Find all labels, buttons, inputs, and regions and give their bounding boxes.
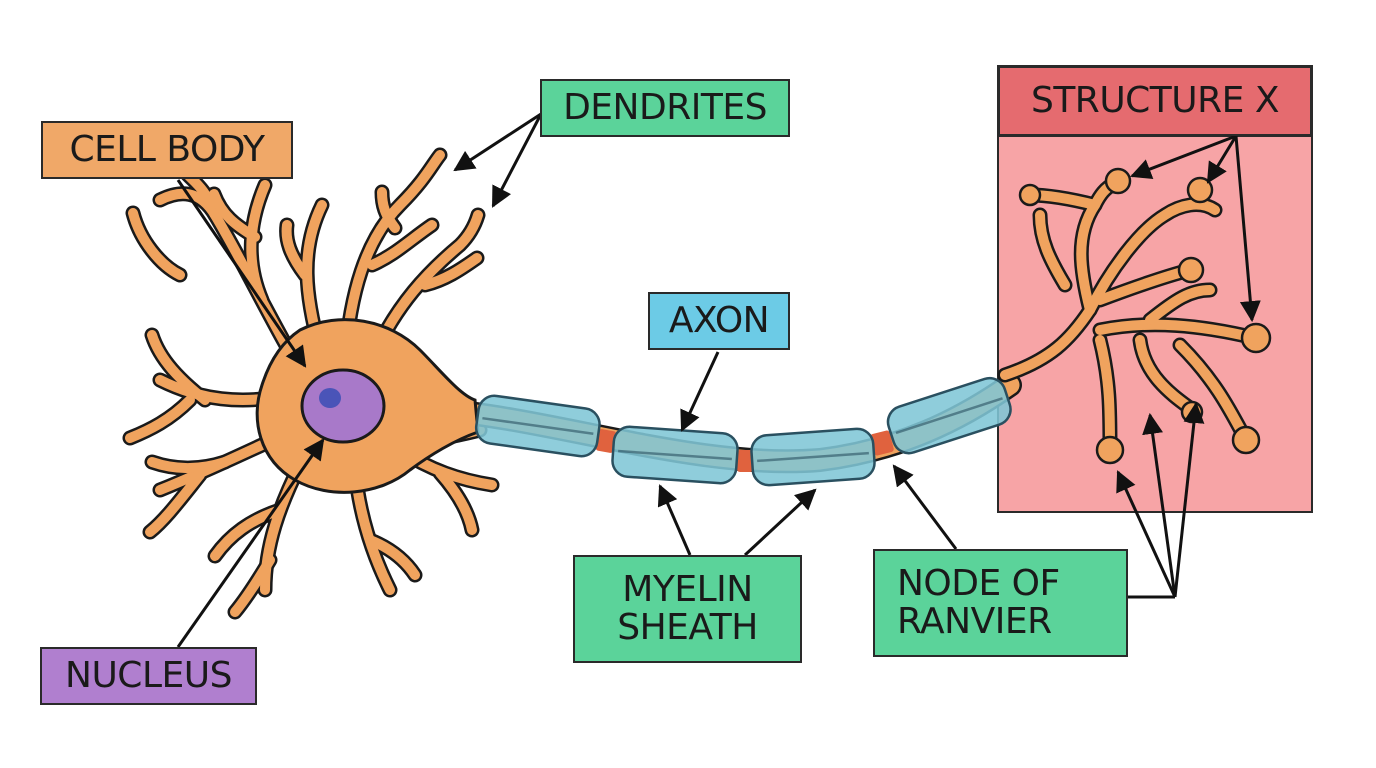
arrow-structure-x-3	[1234, 135, 1261, 323]
myelin-segment	[886, 376, 1012, 455]
myelin-segment	[474, 394, 601, 458]
nucleolus	[319, 388, 341, 408]
arrow-structure-x-6	[1173, 401, 1205, 598]
arrow-cell-body	[176, 179, 307, 368]
arrow-dendrite-1	[453, 112, 542, 172]
structure-x-label: STRUCTURE X	[998, 66, 1312, 136]
myelin-sheath-label-line2: SHEATH	[617, 607, 758, 648]
myelin-segment	[611, 425, 739, 485]
arrow-dendrite-2	[491, 113, 543, 208]
node-of-ranvier-label: NODE OF RANVIER	[873, 549, 1128, 657]
terminal-bulb	[1018, 183, 1042, 207]
cell-body-label: CELL BODY	[41, 121, 293, 179]
terminal-bulb	[1231, 425, 1261, 455]
pointer-arrows	[176, 112, 1261, 648]
node-of-ranvier-label-line2: RANVIER	[897, 601, 1052, 642]
myelin-sheath-label-line1: MYELIN	[622, 569, 753, 611]
terminal-bulb	[1095, 435, 1125, 465]
terminal-bulb	[1180, 400, 1204, 424]
nucleus-label: NUCLEUS	[40, 647, 257, 705]
arrow-myelin-1	[657, 484, 692, 556]
myelin-sheath-label: MYELIN SHEATH	[573, 555, 802, 663]
arrow-nucleus	[176, 438, 325, 648]
synaptic-terminal-bulbs	[1018, 167, 1272, 465]
arrow-structure-x-5	[1142, 412, 1177, 598]
arrow-node	[892, 464, 958, 550]
terminal-bulb	[1240, 322, 1272, 354]
myelin-sheath-segments	[474, 376, 1012, 487]
node-of-ranvier-label-line1: NODE OF	[897, 563, 1060, 605]
arrow-axon	[680, 351, 720, 432]
arrow-myelin-2	[743, 488, 817, 557]
terminal-bulb	[1177, 256, 1205, 284]
dendrites-label: DENDRITES	[540, 79, 790, 137]
arrow-structure-x-2	[1206, 135, 1238, 184]
terminal-bulb	[1104, 167, 1132, 195]
axon-label: AXON	[648, 292, 790, 350]
nodes-of-ranvier	[595, 429, 894, 472]
terminal-bulb	[1186, 176, 1214, 204]
myelin-segment	[750, 427, 876, 487]
nucleus	[300, 368, 386, 444]
arrow-structure-x-4	[1116, 470, 1177, 598]
arrow-structure-x-1	[1130, 134, 1237, 180]
